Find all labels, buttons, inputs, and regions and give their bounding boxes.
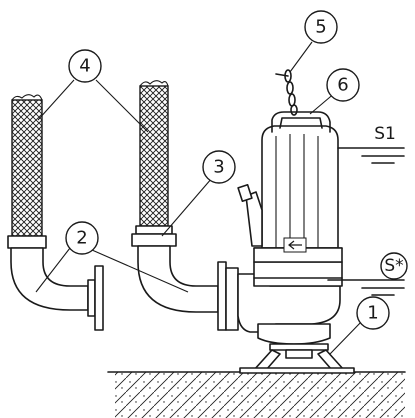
callout-1-label: 1: [367, 303, 378, 324]
water-level-s-star-label: S*: [384, 256, 403, 276]
callout-2-label: 2: [76, 228, 87, 249]
callout-1: 1: [356, 296, 390, 330]
water-level-s1: S1: [337, 124, 405, 164]
right-discharge-pipe-bend: [137, 245, 227, 331]
lifting-chain: [275, 69, 298, 116]
callout-2: 2: [65, 221, 99, 255]
right-discharge-hose: [139, 80, 169, 227]
callout-4-label: 4: [79, 56, 90, 77]
callout-4: 4: [68, 49, 102, 83]
hose-clamp: [131, 225, 177, 247]
flow-direction-arrow-icon: [283, 237, 307, 253]
callout-5: 5: [304, 10, 338, 44]
callout-leaders: [35, 41, 364, 355]
water-level-s-star: S*: [327, 252, 408, 296]
submersible-pump: [225, 111, 343, 345]
water-level-s1-label: S1: [374, 124, 396, 144]
ground-floor: [107, 371, 406, 418]
left-discharge-pipe-bend: [10, 247, 104, 331]
callout-3: 3: [202, 150, 236, 184]
left-discharge-hose: [7, 94, 47, 249]
callout-3-label: 3: [213, 157, 224, 178]
callout-5-label: 5: [315, 17, 326, 38]
callout-6: 6: [326, 68, 360, 102]
pump-foot: [239, 343, 355, 374]
callout-6-label: 6: [337, 75, 348, 96]
